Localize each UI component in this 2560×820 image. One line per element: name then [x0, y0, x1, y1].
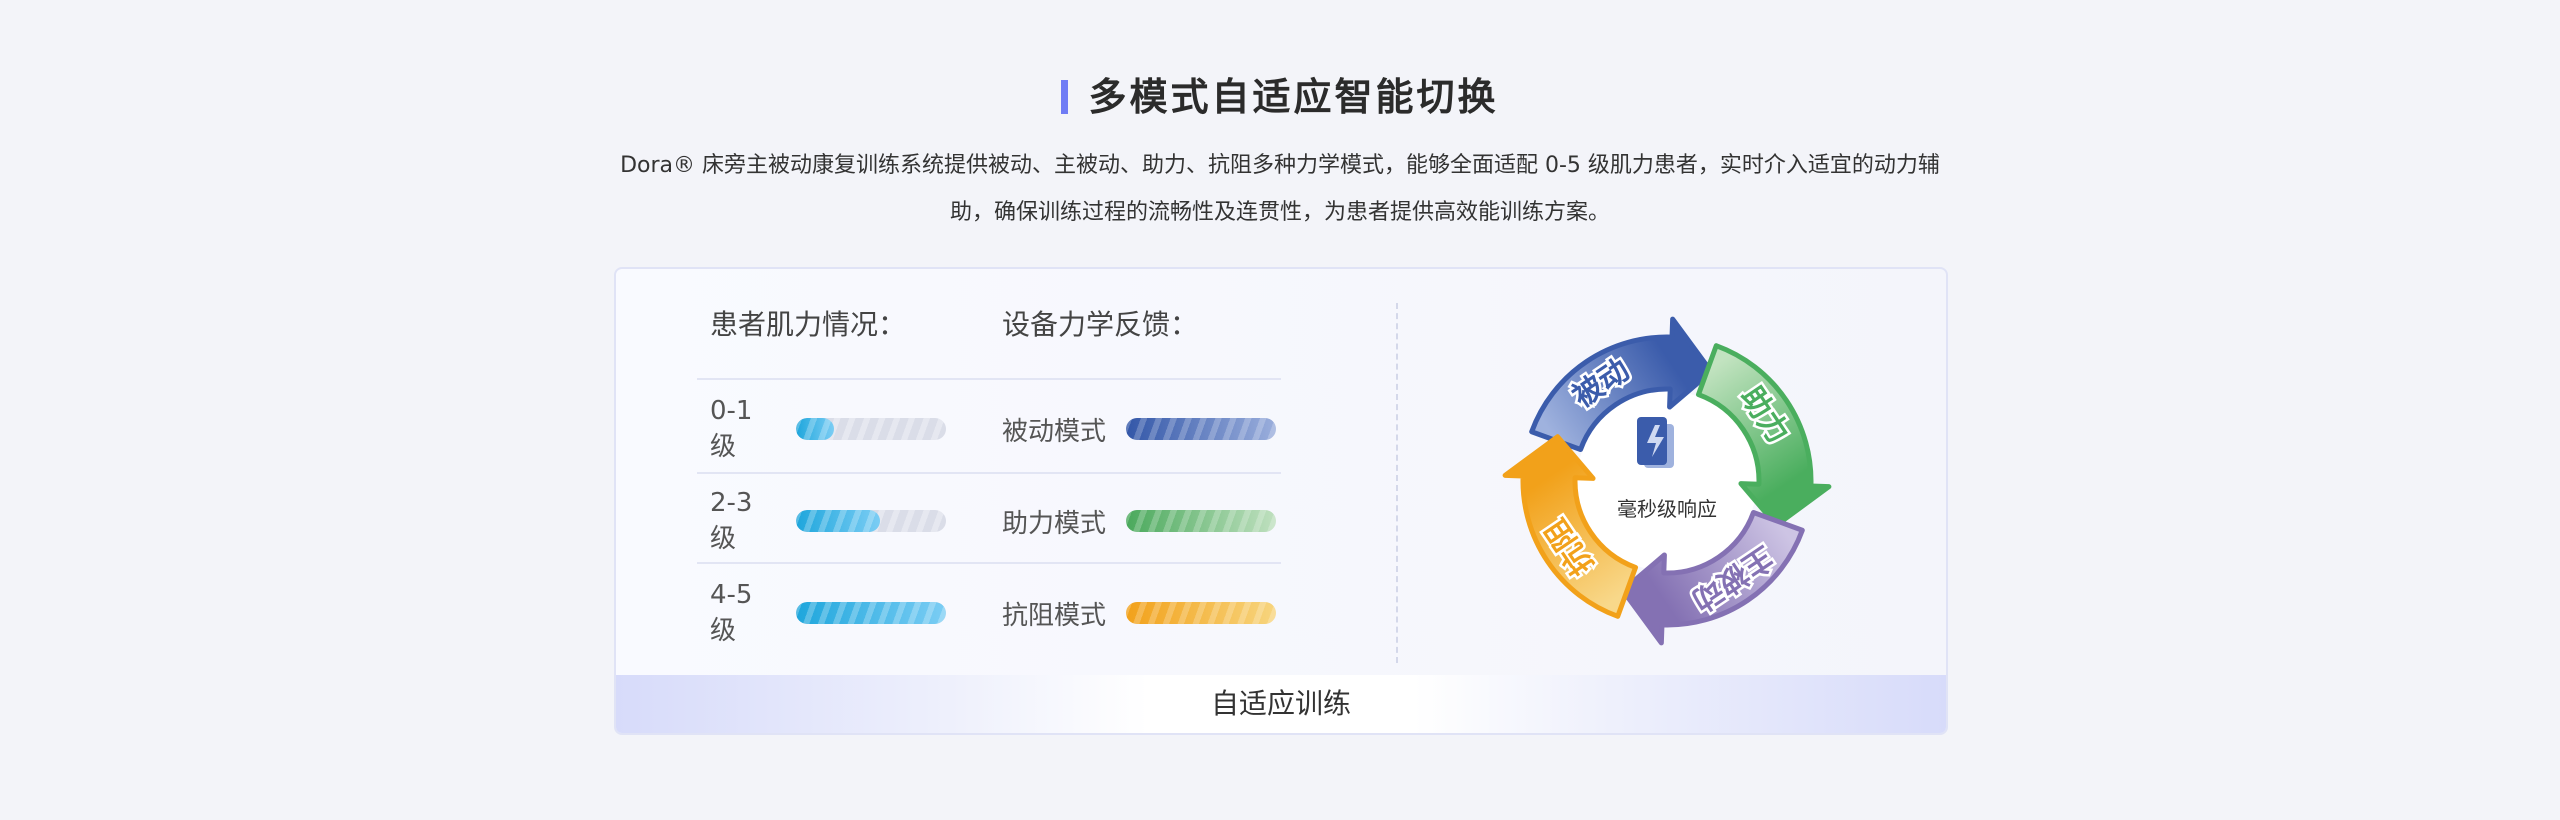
level-label: 2-3 级 — [710, 487, 753, 554]
strength-bar-fill — [796, 418, 834, 440]
patient-level-row: 0-1 级 — [710, 396, 946, 462]
cycle-arrow-2 — [1620, 509, 1805, 646]
level-label: 4-5 级 — [710, 579, 753, 646]
center-disc — [1577, 391, 1757, 571]
divider — [697, 472, 1281, 474]
section-description: Dora® 床旁主被动康复训练系统提供被动、主被动、助力、抗阻多种力学模式，能够… — [620, 153, 1940, 225]
mode-bar — [1126, 510, 1276, 532]
level-label: 0-1 级 — [710, 395, 753, 462]
center-label: 毫秒级响应 — [1617, 497, 1717, 521]
mode-label: 被动模式 — [1002, 416, 1107, 447]
cycle-arrow-3 — [1502, 434, 1639, 619]
strength-bar — [796, 602, 946, 624]
mode-label: 助力模式 — [1002, 508, 1107, 539]
mode-cycle-diagram: 被动助力主被动抗阻毫秒级响应 — [1502, 316, 1832, 646]
divider — [697, 562, 1281, 564]
device-mode-row: 抗阻模式 — [1002, 593, 1276, 633]
device-header: 设备力学反馈： — [1002, 308, 1199, 341]
patient-level-row: 4-5 级 — [710, 580, 946, 646]
section-title: 多模式自适应智能切换 — [0, 66, 2560, 121]
cycle-arrow-1 — [1695, 343, 1832, 528]
strength-bar — [796, 418, 946, 440]
mode-bar — [1126, 602, 1276, 624]
strength-bar — [796, 510, 946, 532]
strength-bar-fill — [796, 510, 880, 532]
device-mode-row: 被动模式 — [1002, 409, 1276, 449]
footer-band: 自适应训练 — [616, 675, 1946, 733]
patient-level-row: 2-3 级 — [710, 488, 946, 554]
mode-bar — [1126, 418, 1276, 440]
divider — [697, 378, 1281, 380]
mode-card: 患者肌力情况： 设备力学反馈： 0-1 级 被动模式 2-3 级 助力模式 4-5 级 抗… — [614, 267, 1948, 735]
patient-header: 患者肌力情况： — [710, 308, 907, 341]
mode-label: 抗阻模式 — [1002, 600, 1107, 631]
title-accent-bar — [1061, 80, 1069, 114]
cycle-arrow-0 — [1529, 316, 1714, 453]
strength-bar-fill — [796, 602, 946, 624]
dashed-divider — [1396, 303, 1398, 663]
lightning-battery-icon — [1637, 417, 1674, 468]
device-mode-row: 助力模式 — [1002, 501, 1276, 541]
title-text: 多模式自适应智能切换 — [1088, 75, 1499, 119]
